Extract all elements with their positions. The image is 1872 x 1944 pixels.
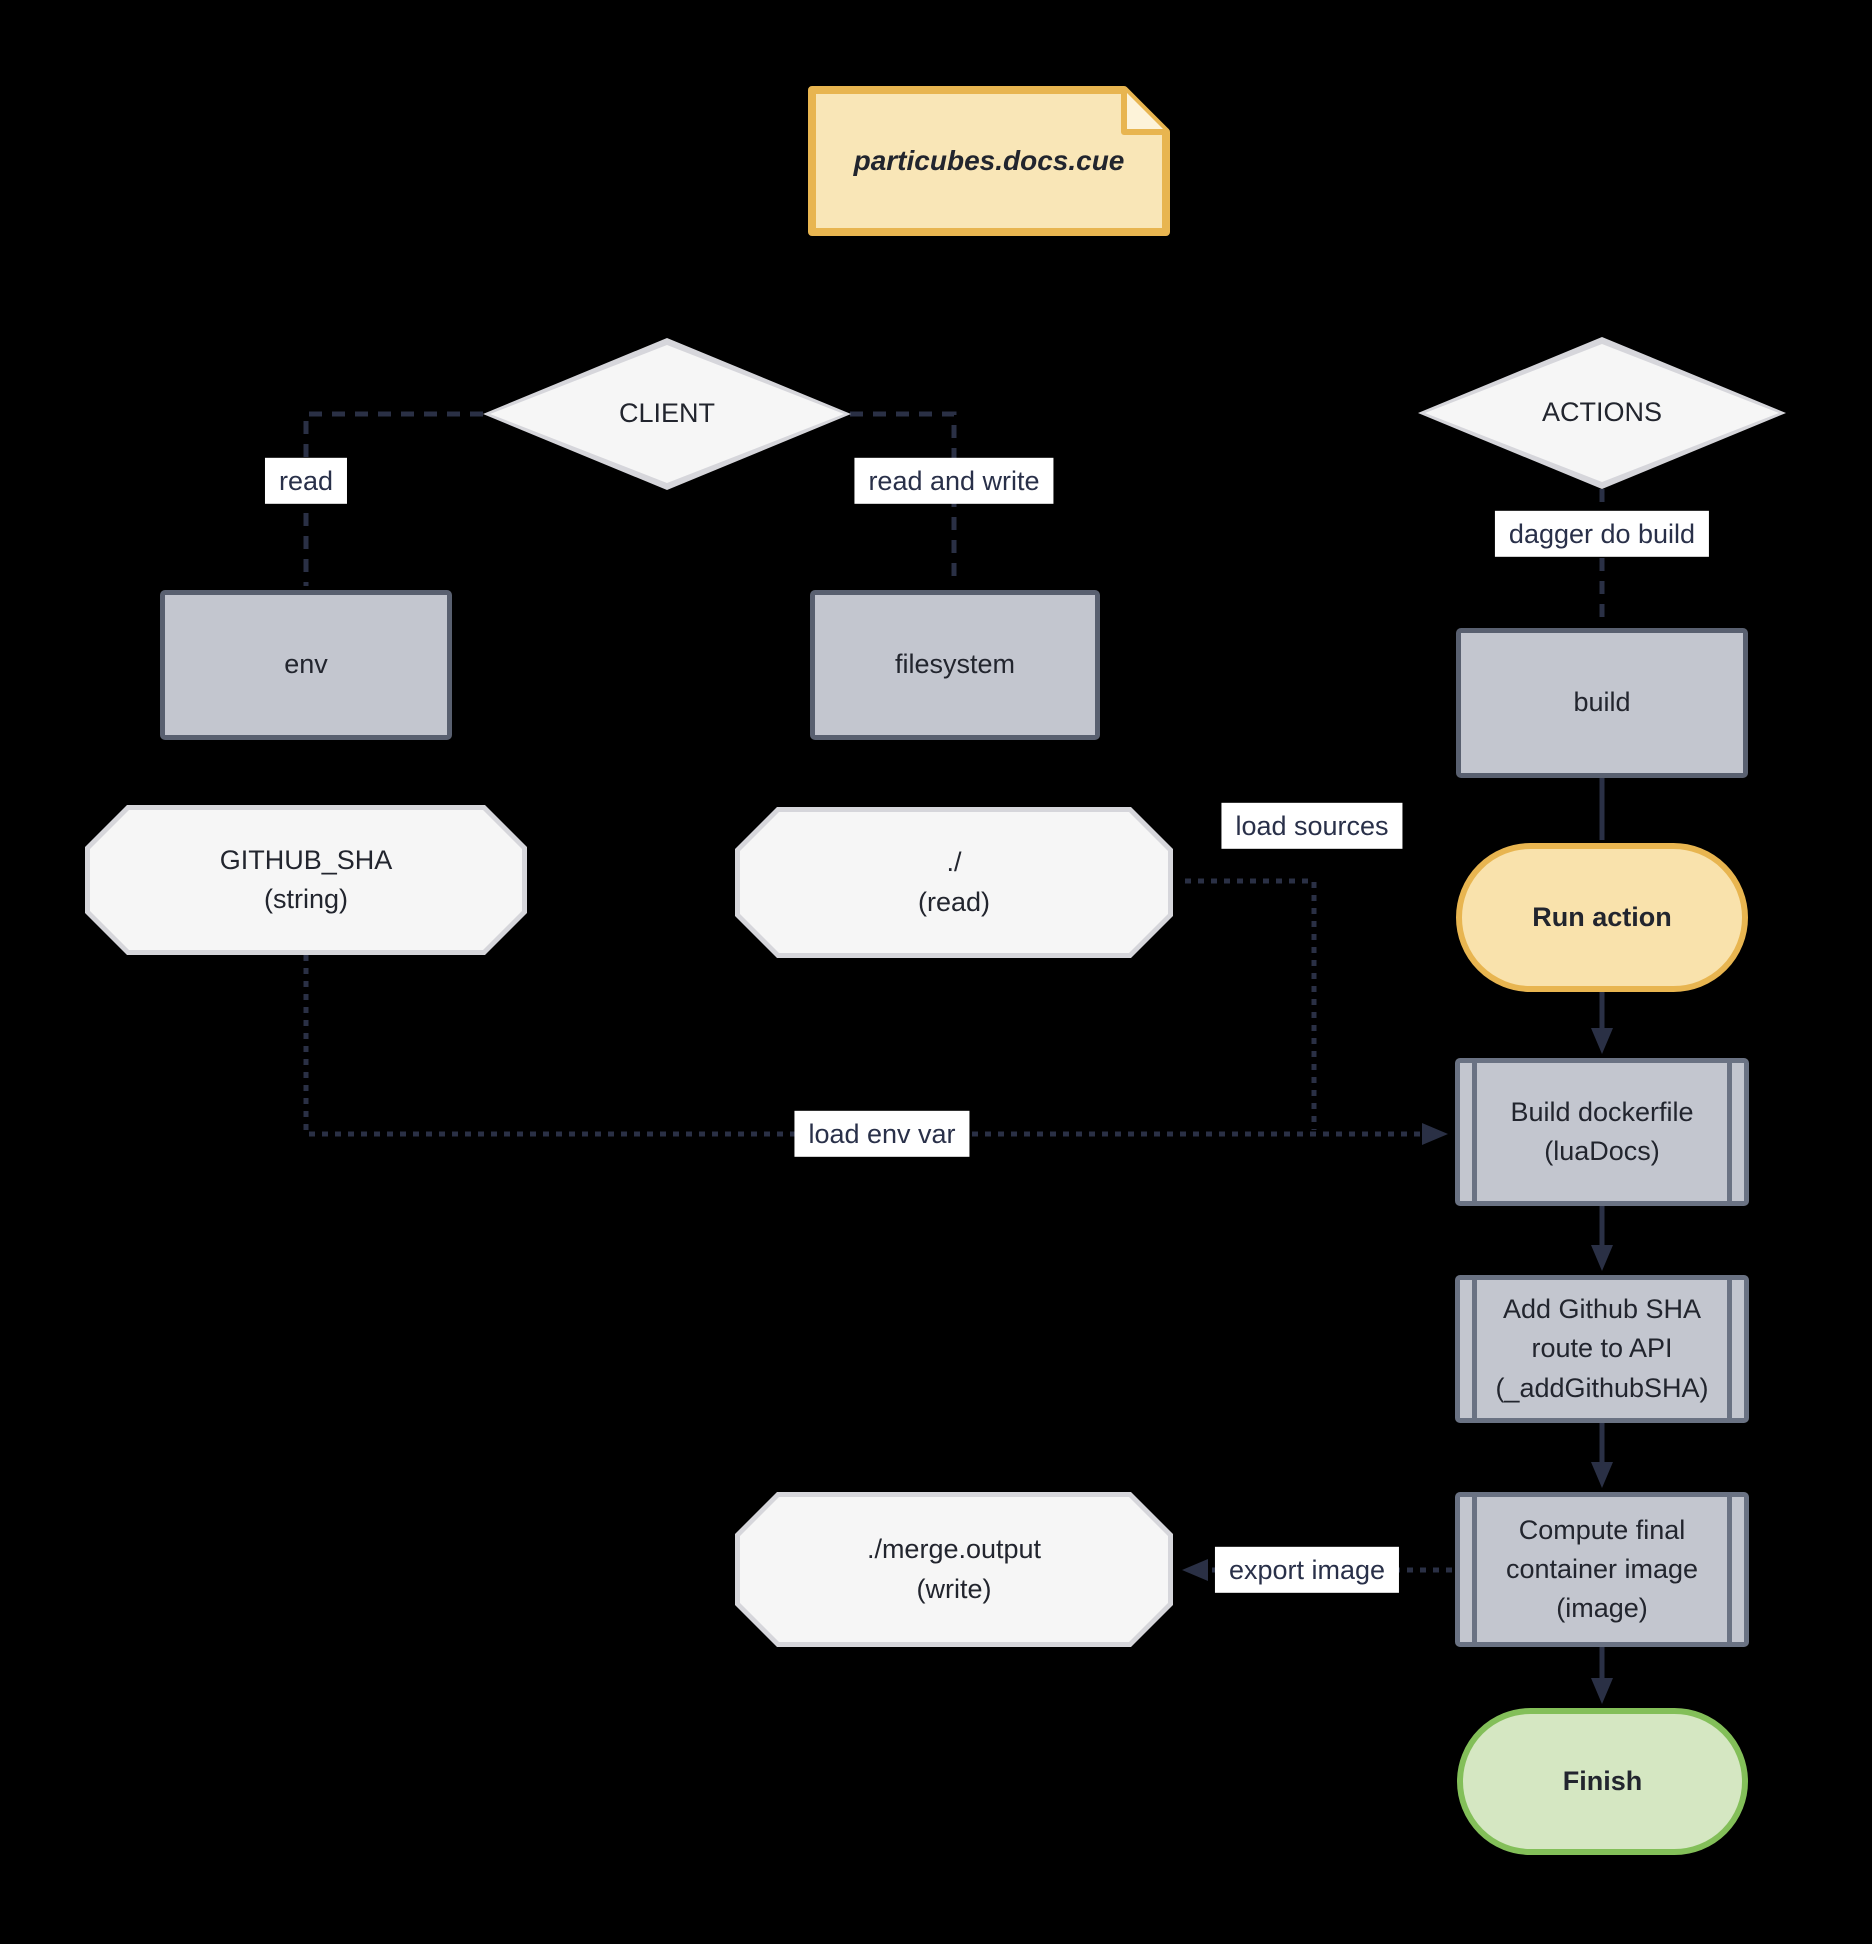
box-filesystem-label: filesystem [894, 649, 1016, 680]
edge-label-load-env-var: load env var [794, 1110, 970, 1158]
subroutine-build-dockerfile-line1: Build dockerfile [1510, 1096, 1694, 1127]
data-github-sha: GITHUB_SHA (string) [85, 805, 527, 955]
edge-label-read-and-write: read and write [854, 457, 1054, 505]
subroutine-bar [1727, 1063, 1732, 1201]
box-env: env [160, 590, 452, 740]
pill-finish-label: Finish [1562, 1765, 1643, 1796]
data-dot-read: ./ (read) [735, 807, 1173, 958]
data-github-sha-line1: GITHUB_SHA [219, 844, 393, 875]
subroutine-compute-final-line3: (image) [1556, 1593, 1648, 1624]
subroutine-bar [1727, 1280, 1732, 1418]
data-merge-output-fill [740, 1497, 1168, 1642]
subroutine-add-github-sha-line1: Add Github SHA [1502, 1294, 1702, 1325]
subroutine-compute-final-line1: Compute final [1518, 1514, 1686, 1545]
edge-label-dagger-do-build: dagger do build [1494, 510, 1710, 558]
data-dot-read-fill [740, 812, 1168, 953]
box-build-label: build [1573, 687, 1631, 718]
edge-label-load-sources: load sources [1221, 802, 1403, 850]
subroutine-add-github-sha-line2: route to API [1531, 1333, 1673, 1364]
edge-label-export-image: export image [1214, 1546, 1400, 1594]
subroutine-add-github-sha: Add Github SHA route to API (_addGithubS… [1455, 1275, 1749, 1423]
note-particubes-docs-cue: particubes.docs.cue [808, 86, 1170, 236]
subroutine-bar [1472, 1280, 1477, 1418]
box-build: build [1456, 628, 1748, 778]
edge-githubsha-builddockerfile [303, 955, 1448, 1145]
note-shape [808, 86, 1170, 236]
decision-client-label: CLIENT [618, 398, 716, 429]
data-merge-output: ./merge.output (write) [735, 1492, 1173, 1647]
edge-label-read: read [264, 457, 348, 505]
subroutine-compute-final-line2: container image [1505, 1553, 1699, 1584]
subroutine-compute-final: Compute final container image (image) [1455, 1492, 1749, 1647]
data-dot-read-line1: ./ [946, 847, 962, 878]
data-dot-read-line2: (read) [917, 886, 991, 917]
data-github-sha-fill [90, 810, 522, 950]
box-env-label: env [284, 649, 328, 680]
pill-run-action: Run action [1456, 843, 1748, 992]
decision-actions-label: ACTIONS [1541, 397, 1662, 428]
box-filesystem: filesystem [810, 590, 1100, 740]
data-merge-output-line2: (write) [916, 1573, 992, 1604]
subroutine-build-dockerfile: Build dockerfile (luaDocs) [1455, 1058, 1749, 1206]
pill-finish: Finish [1457, 1708, 1748, 1855]
edge-client-filesystem [850, 411, 957, 586]
subroutine-add-github-sha-line3: (_addGithubSHA) [1495, 1372, 1709, 1403]
pill-run-action-label: Run action [1532, 901, 1672, 932]
subroutine-bar [1727, 1497, 1732, 1642]
subroutine-bar [1472, 1497, 1477, 1642]
edge-dotread-loadsources [1185, 878, 1317, 1130]
data-github-sha-line2: (string) [263, 884, 348, 914]
data-merge-output-line1: ./merge.output [866, 1534, 1042, 1565]
subroutine-bar [1472, 1063, 1477, 1201]
note-title: particubes.docs.cue [853, 145, 1125, 176]
edge-client-env [303, 411, 483, 586]
subroutine-build-dockerfile-line2: (luaDocs) [1544, 1136, 1660, 1166]
